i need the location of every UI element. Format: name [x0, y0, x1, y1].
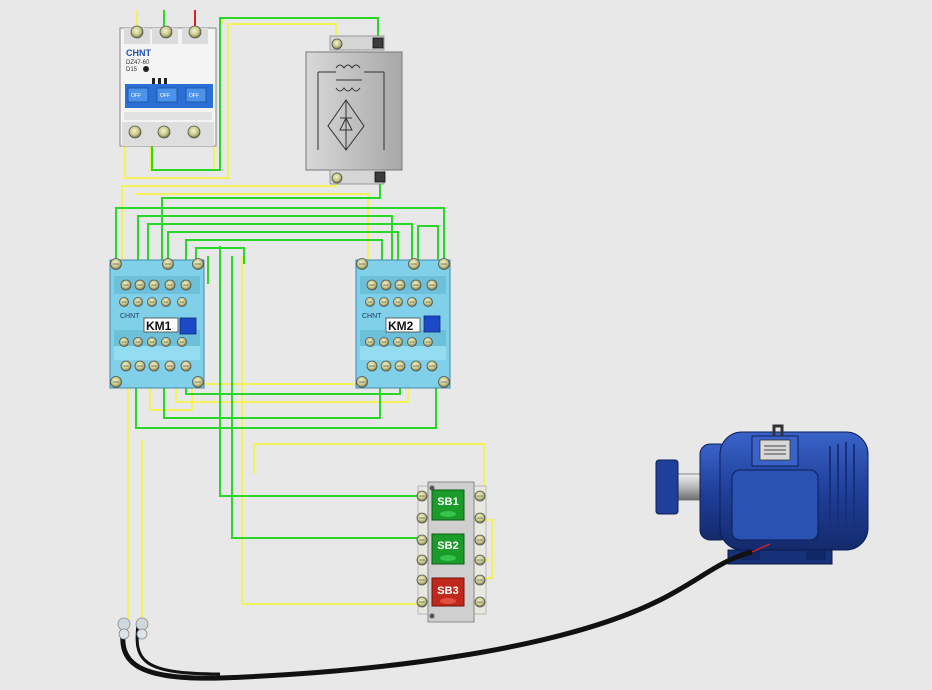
cable-connector — [117, 617, 149, 640]
button-sb3[interactable]: SB3 — [431, 577, 465, 607]
mount-screw — [429, 485, 435, 491]
breaker-toggle[interactable] — [185, 87, 207, 103]
breaker-toggle[interactable] — [156, 87, 178, 103]
mount-screw — [429, 613, 435, 619]
breaker-model: DZ47-60 — [126, 60, 150, 66]
rectifier-module[interactable] — [305, 35, 403, 185]
push-button-station[interactable]: SB1 SB2 SB3 — [417, 481, 487, 623]
button-terminals — [416, 490, 486, 608]
terminal-screw[interactable] — [130, 25, 144, 39]
off-label: OFF — [189, 93, 199, 99]
breaker-rating: D15 — [126, 67, 138, 73]
terminal-screw[interactable] — [187, 125, 201, 139]
breaker-brand: CHNT — [126, 48, 151, 58]
contactor-window — [179, 317, 197, 335]
terminal-screw[interactable] — [157, 125, 171, 139]
contactor-brand: CHNT — [120, 313, 140, 320]
terminal-screw[interactable] — [372, 37, 384, 49]
terminal-screw[interactable] — [374, 171, 386, 183]
terminal-screw[interactable] — [331, 38, 343, 50]
status-indicator — [143, 66, 149, 72]
contactor-label: KM1 — [146, 319, 172, 333]
contactor-label: KM2 — [388, 319, 414, 333]
terminal-screw[interactable] — [331, 172, 343, 184]
button-sb1[interactable]: SB1 — [431, 489, 465, 521]
off-label: OFF — [160, 93, 170, 99]
terminal-screw[interactable] — [188, 25, 202, 39]
breaker-toggle[interactable] — [127, 87, 149, 103]
contactor-window — [423, 315, 441, 333]
button-label: SB1 — [437, 496, 458, 508]
button-label: SB3 — [437, 585, 458, 597]
contactor-terminals — [110, 258, 450, 388]
button-label: SB2 — [437, 540, 458, 552]
motor[interactable] — [655, 424, 869, 565]
terminal-screw[interactable] — [159, 25, 173, 39]
button-sb2[interactable]: SB2 — [431, 533, 465, 565]
terminal-screw[interactable] — [128, 125, 142, 139]
contactor-brand: CHNT — [362, 313, 382, 320]
circuit-breaker[interactable]: CHNT DZ47-60 D15 OFF OFF OFF — [119, 25, 217, 147]
off-label: OFF — [131, 93, 141, 99]
spring-icon — [152, 78, 167, 84]
